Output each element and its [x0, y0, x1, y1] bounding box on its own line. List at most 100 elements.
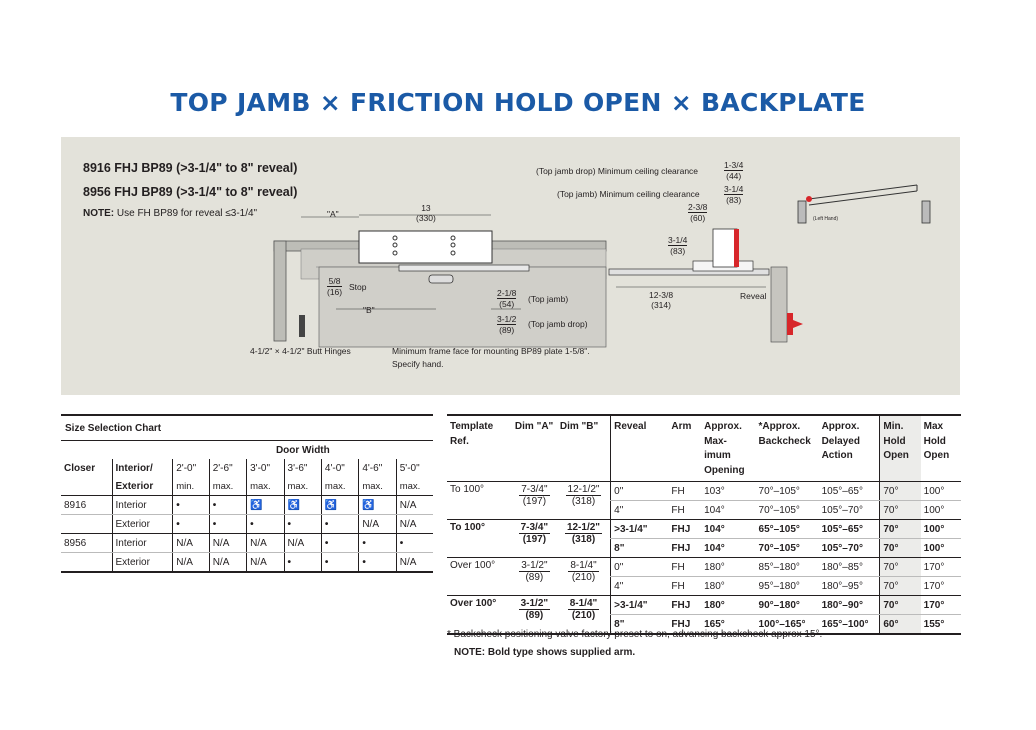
stop-label: Stop — [349, 282, 367, 292]
min-hold-open: 70° — [879, 538, 921, 558]
delayed-action: 165°–100° — [818, 614, 880, 635]
col-dim-b: Dim "B" — [556, 414, 611, 482]
col-template-ref: Template Ref. — [447, 414, 512, 482]
size-cell: • — [208, 495, 247, 515]
size-cell: N/A — [208, 552, 247, 573]
reveal: 0" — [610, 481, 669, 501]
limit-max: max. — [208, 477, 247, 496]
width-5-0: 5'-0" — [395, 459, 433, 477]
delayed-action: 180°–95° — [818, 576, 880, 596]
backcheck: 90°–180° — [755, 595, 819, 615]
stop-dim: 5/8(16) — [327, 276, 343, 297]
installation-diagram: 8916 FHJ BP89 (>3-1/4" to 8" reveal) 895… — [61, 137, 960, 395]
limit-max: max. — [395, 477, 433, 496]
size-cell: N/A — [358, 514, 397, 534]
dim-a-inches: 7-3/4" — [519, 484, 550, 496]
table-row: To 100°7-3/4"(197)12-1/2"(318)>3-1/4"FHJ… — [447, 519, 961, 558]
dim-a-label: "A" — [327, 209, 339, 219]
max-opening: 180° — [701, 557, 756, 577]
size-cell: N/A — [395, 495, 433, 515]
size-cell: N/A — [246, 552, 285, 573]
mount-type: Exterior — [111, 552, 173, 573]
closer-model — [61, 514, 112, 534]
closer-model: 8956 — [61, 533, 112, 553]
dim-a-inches: 3-1/2" — [519, 560, 550, 572]
backcheck: 95°–180° — [755, 576, 819, 596]
max-opening: 104° — [701, 538, 756, 558]
dim-b-mm: (318) — [571, 534, 596, 545]
side-238-dim: 2-3/8(60) — [688, 202, 708, 223]
size-cell: • — [246, 514, 285, 534]
size-selection-chart: Size Selection Chart Door Width Closer I… — [61, 414, 433, 573]
side-314-dim: 3-1/4(83) — [668, 235, 688, 256]
ceiling1-dim: 1-3/4(44) — [724, 160, 744, 181]
diagram-header-8916: 8916 FHJ BP89 (>3-1/4" to 8" reveal) — [83, 161, 298, 175]
table-row: 8916 Interior • • ♿ ♿ ♿ ♿ N/A — [61, 495, 433, 515]
size-cell: • — [320, 533, 359, 553]
size-cell: N/A — [208, 533, 247, 553]
arm: FHJ — [668, 519, 702, 539]
door-width-header: Door Width — [275, 444, 330, 456]
int-ext-header-1: Interior/ — [111, 459, 173, 477]
size-cell: N/A — [395, 552, 433, 573]
width-2-0: 2'-0" — [172, 459, 210, 477]
arm: FH — [668, 481, 702, 501]
diagram-note: NOTE: Use FH BP89 for reveal ≤3-1/4" — [83, 208, 258, 219]
backcheck-footnote: * Backcheck positioning valve factory pr… — [447, 629, 823, 640]
size-cell: N/A — [172, 552, 210, 573]
max-opening: 104° — [701, 519, 756, 539]
max-opening: 103° — [701, 481, 756, 501]
left-hand-label: (Left Hand) — [813, 216, 839, 222]
dim-b-mm: (210) — [571, 610, 596, 621]
delayed-action: 105°–65° — [818, 481, 880, 501]
dim-a: 7-3/4"(197) — [511, 481, 557, 520]
dim-b: 12-1/2"(318) — [556, 519, 611, 558]
backcheck: 70°–105° — [755, 481, 819, 501]
min-frame-label: Minimum frame face for mounting BP89 pla… — [392, 346, 590, 356]
accessible-icon: ♿ — [320, 495, 359, 515]
table-row: 8956 Interior N/A N/A N/A N/A • • • — [61, 533, 433, 553]
max-opening: 165° — [701, 614, 756, 635]
table-row: Over 100°3-1/2"(89)8-1/4"(210)>3-1/4"FHJ… — [447, 595, 961, 635]
size-cell: N/A — [395, 514, 433, 534]
page-title: TOP JAMB × FRICTION HOLD OPEN × BACKPLAT… — [170, 88, 866, 117]
dim-b-inches: 8-1/4" — [567, 598, 600, 610]
max-hold-open: 170° — [920, 595, 961, 615]
col-arm: Arm — [668, 414, 702, 482]
table-row: Exterior • • • • • N/A N/A — [61, 514, 433, 534]
size-cell: • — [358, 533, 397, 553]
backcheck: 70°–105° — [755, 538, 819, 558]
ceiling1-label: (Top jamb drop) Minimum ceiling clearanc… — [536, 166, 699, 176]
dim-a-mm: (197) — [522, 534, 547, 545]
delayed-action: 105°–65° — [818, 519, 880, 539]
min-hold-open: 70° — [879, 595, 921, 615]
size-chart-caption: Size Selection Chart — [61, 414, 433, 441]
max-hold-open: 170° — [920, 557, 961, 577]
reveal: >3-1/4" — [610, 595, 669, 615]
template-ref: Over 100° — [447, 595, 512, 635]
limit-max: max. — [320, 477, 359, 496]
col-max-hold-open: Max Hold Open — [920, 414, 961, 482]
size-cell: • — [320, 552, 359, 573]
arm: FHJ — [668, 538, 702, 558]
backcheck: 85°–180° — [755, 557, 819, 577]
closer-model — [61, 552, 112, 573]
hinges-label: 4-1/2" × 4-1/2" Butt Hinges — [250, 346, 351, 356]
reveal: 8" — [610, 538, 669, 558]
table-row: Exterior N/A N/A N/A • • • N/A — [61, 552, 433, 573]
width-4-6: 4'-6" — [358, 459, 397, 477]
reveal: 4" — [610, 500, 669, 520]
max-hold-open: 100° — [920, 500, 961, 520]
arm: FHJ — [668, 614, 702, 635]
arm: FH — [668, 576, 702, 596]
min-hold-open: 70° — [879, 500, 921, 520]
dim-b-mm: (210) — [571, 572, 596, 583]
delayed-action: 105°–70° — [818, 538, 880, 558]
int-ext-header-2: Exterior — [111, 477, 173, 496]
dim-a: 3-1/2"(89) — [511, 557, 557, 596]
min-hold-open: 60° — [879, 614, 921, 635]
